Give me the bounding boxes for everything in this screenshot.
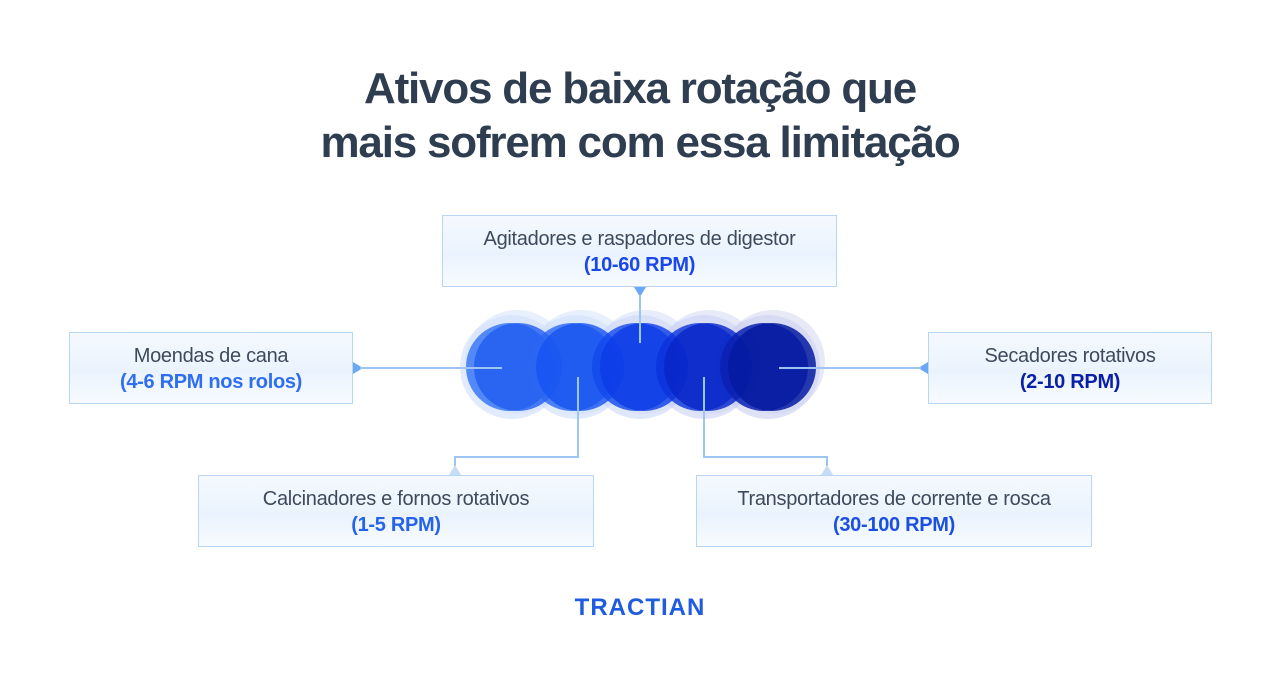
tractian-logo: TRACTIAN: [574, 594, 706, 621]
connector-line-calcinadores-h: [454, 456, 579, 458]
item-box-transportadores: Transportadores de corrente e rosca (30-…: [696, 475, 1092, 547]
connector-arrow-agitadores: [634, 287, 646, 297]
item-box-secadores: Secadores rotativos (2-10 RPM): [928, 332, 1212, 404]
item-name: Calcinadores e fornos rotativos: [262, 488, 530, 510]
item-rpm: (4-6 RPM nos rolos): [119, 371, 303, 393]
connector-arrow-moendas: [353, 362, 363, 374]
connector-line-transportadores-v1: [703, 377, 705, 457]
item-name: Moendas de cana: [133, 345, 289, 367]
item-rpm: (30-100 RPM): [833, 514, 955, 536]
page-title: Ativos de baixa rotação que mais sofrem …: [0, 62, 1280, 170]
item-name: Agitadores e raspadores de digestor: [483, 228, 796, 250]
title-line-1: Ativos de baixa rotação que: [364, 64, 917, 113]
item-name: Transportadores de corrente e rosca: [737, 488, 1051, 510]
connector-arrow-transportadores: [821, 465, 833, 475]
item-rpm: (10-60 RPM): [583, 254, 696, 276]
connector-arrow-secadores: [918, 362, 928, 374]
title-line-2: mais sofrem com essa limitação: [320, 118, 961, 167]
item-rpm: (2-10 RPM): [1019, 371, 1121, 393]
connector-line-calcinadores-v2: [454, 456, 456, 466]
connector-line-secadores: [779, 367, 921, 369]
item-box-calcinadores: Calcinadores e fornos rotativos (1-5 RPM…: [198, 475, 594, 547]
item-box-moendas: Moendas de cana (4-6 RPM nos rolos): [69, 332, 353, 404]
connector-line-agitadores: [639, 295, 641, 343]
connector-line-transportadores-h: [703, 456, 828, 458]
circles: [466, 323, 816, 411]
connector-line-transportadores-v2: [826, 456, 828, 466]
item-box-agitadores: Agitadores e raspadores de digestor (10-…: [442, 215, 837, 287]
connector-arrow-calcinadores: [449, 465, 461, 475]
connector-line-calcinadores-v1: [577, 377, 579, 457]
item-rpm: (1-5 RPM): [351, 514, 441, 536]
connector-line-moendas: [360, 367, 502, 369]
item-name: Secadores rotativos: [984, 345, 1156, 367]
